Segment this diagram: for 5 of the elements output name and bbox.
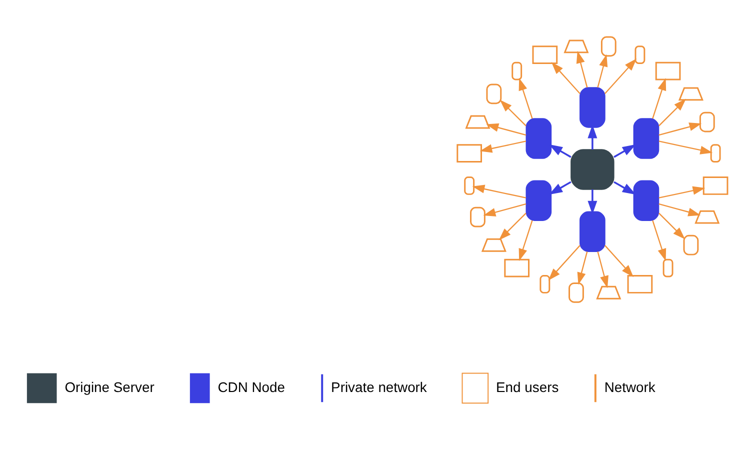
legend-label: End users bbox=[496, 378, 559, 395]
legend-label: Origine Server bbox=[64, 378, 154, 395]
legend-label: Network bbox=[604, 378, 656, 395]
legend-label: Private network bbox=[331, 378, 427, 395]
legend-label: CDN Node bbox=[218, 378, 286, 395]
